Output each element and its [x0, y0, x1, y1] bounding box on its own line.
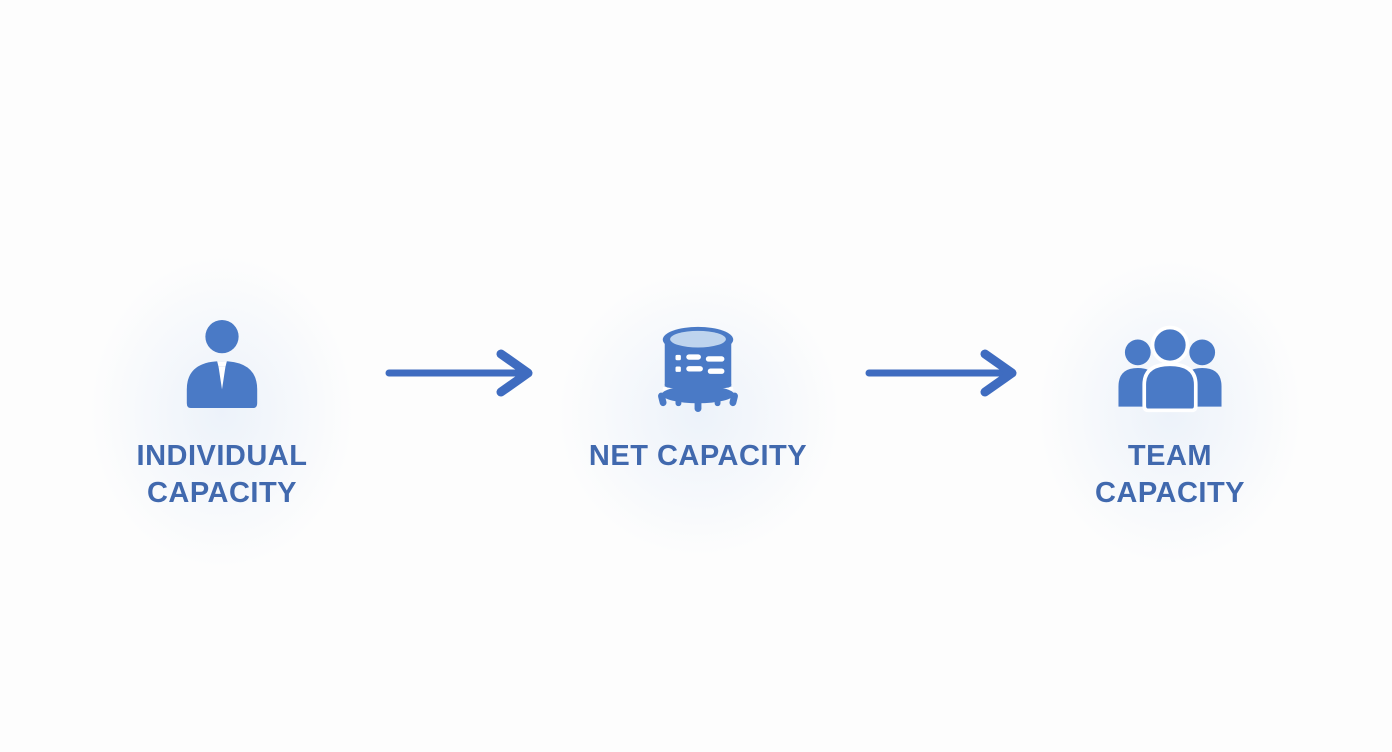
person-icon: [186, 320, 258, 408]
stage-net-capacity: NET CAPACITY: [548, 302, 848, 475]
drum-icon: [658, 326, 738, 413]
arrow-right-icon: [385, 349, 533, 397]
stage-label: INDIVIDUAL CAPACITY: [136, 440, 308, 509]
icon-box: [1111, 302, 1229, 414]
team-icon: [1118, 325, 1222, 413]
arrow-right-icon: [865, 349, 1017, 397]
icon-box: [178, 302, 266, 414]
stage-individual-capacity: INDIVIDUAL CAPACITY: [97, 302, 347, 512]
stage-label: NET CAPACITY: [588, 440, 808, 472]
icon-box: [648, 302, 748, 414]
stage-label: TEAM CAPACITY: [1094, 440, 1246, 509]
stage-team-capacity: TEAM CAPACITY: [1085, 302, 1255, 512]
